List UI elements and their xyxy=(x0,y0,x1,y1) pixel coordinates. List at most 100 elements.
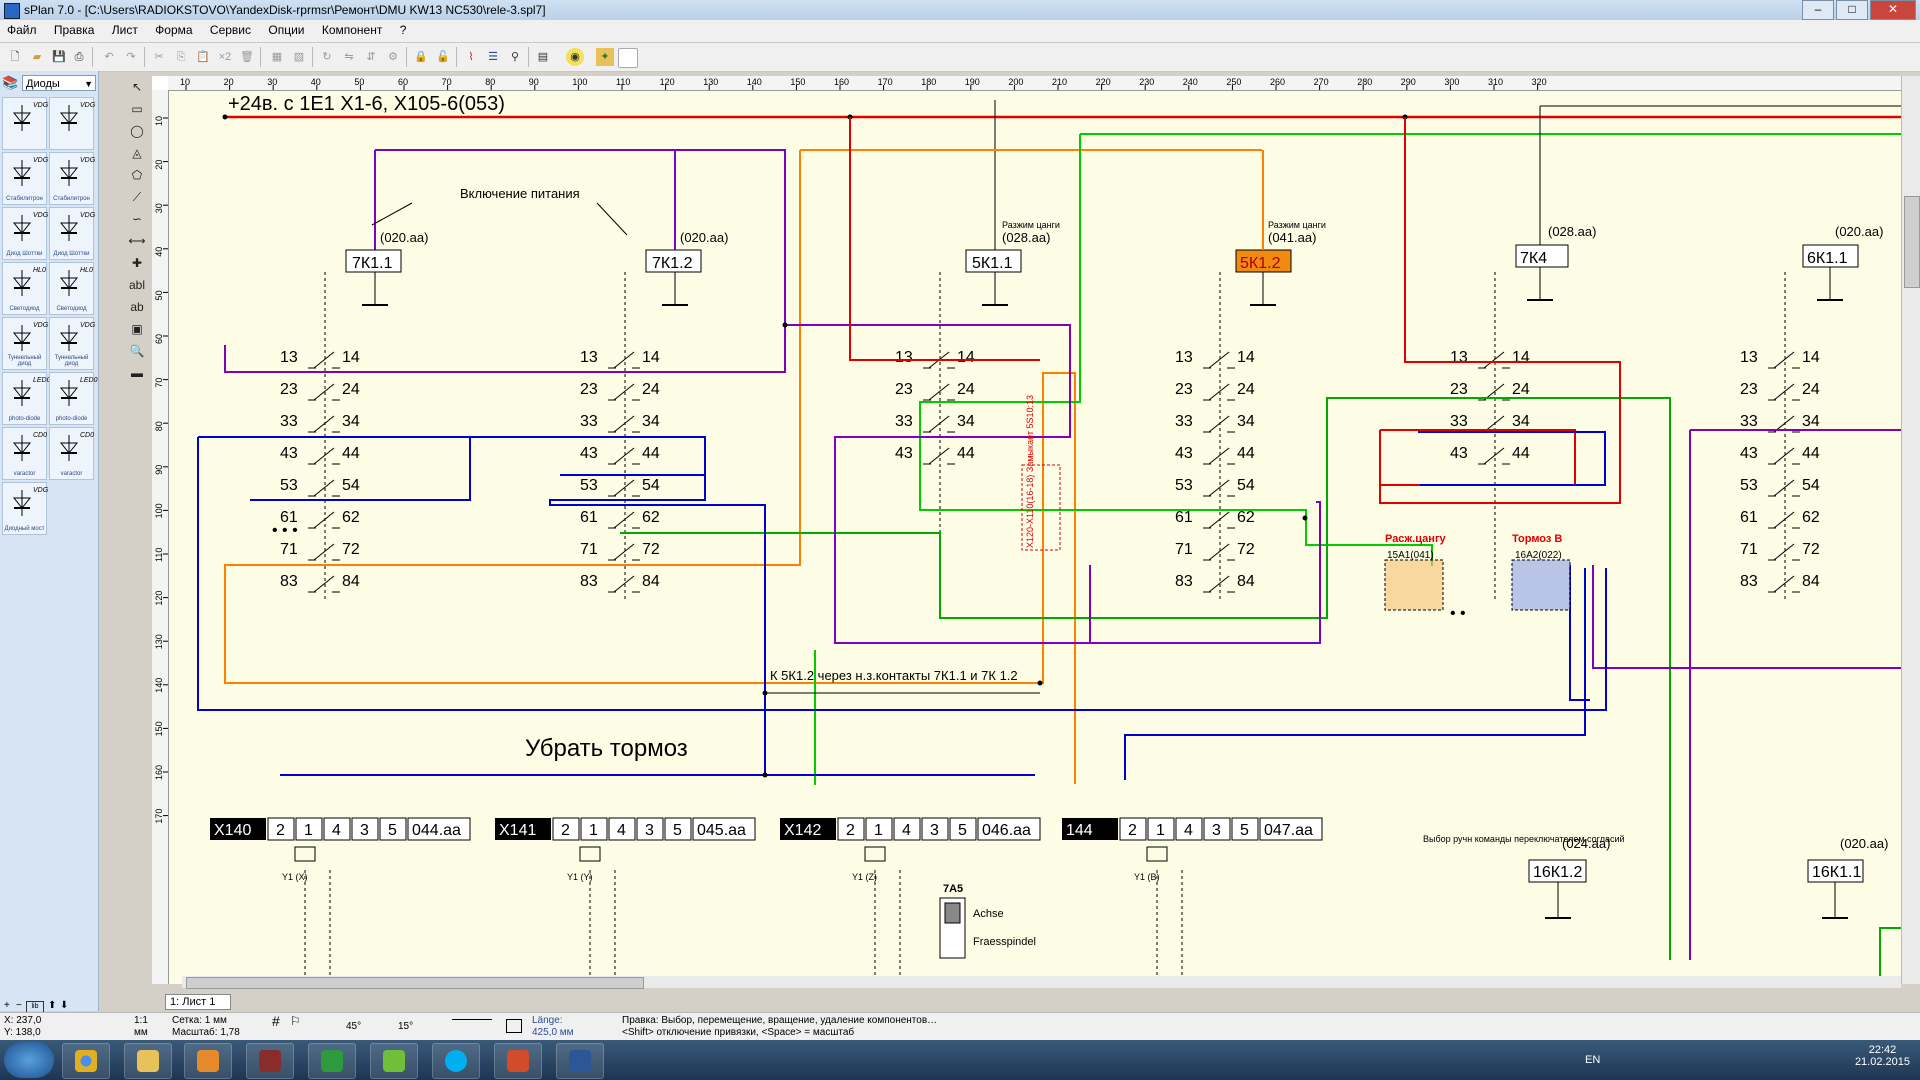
rectangle-icon[interactable]: ▭ xyxy=(131,102,143,116)
library-select[interactable]: Диоды ▼ xyxy=(22,75,96,91)
open-folder-icon[interactable]: ▰ xyxy=(32,51,42,63)
polygon-icon[interactable]: ⬠ xyxy=(131,168,143,182)
fill-style[interactable] xyxy=(506,1019,522,1033)
contact-number-left: 13 xyxy=(895,349,913,366)
wire-icon[interactable]: ⌇ xyxy=(468,51,474,63)
status-angle2[interactable]: 15° xyxy=(398,1021,414,1032)
text-icon[interactable]: abl xyxy=(128,278,145,292)
explorer-app[interactable] xyxy=(124,1043,172,1079)
down-icon[interactable]: ⬇ xyxy=(60,1000,69,1011)
ungroup-icon[interactable]: ▧ xyxy=(293,51,305,63)
word-app[interactable] xyxy=(556,1043,604,1079)
menu-edit[interactable]: Правка xyxy=(53,23,95,37)
palette-item[interactable]: VDG xyxy=(2,97,48,150)
cut-icon[interactable]: ✂ xyxy=(154,51,164,63)
minimize-button[interactable]: ‒ xyxy=(1802,0,1834,20)
group-icon[interactable]: ▦ xyxy=(271,51,283,63)
horizontal-scrollbar[interactable] xyxy=(182,976,1901,989)
relay-6k11: 6К1.1 (020.аа) xyxy=(1802,224,1883,301)
copy-icon[interactable]: ⎘ xyxy=(176,51,186,63)
textbox-icon[interactable]: ab xyxy=(130,300,144,314)
grid-settings-icon[interactable]: ▤ xyxy=(537,51,549,63)
fill-icon[interactable]: ◬ xyxy=(132,146,142,160)
diode-icon xyxy=(12,490,32,516)
junction-icon[interactable]: ✚ xyxy=(131,256,143,270)
binoculars-icon[interactable]: ⚲ xyxy=(510,51,520,63)
paste-icon[interactable]: 📋 xyxy=(196,51,210,63)
unlock-icon[interactable]: 🔓 xyxy=(436,51,450,63)
skype-app[interactable] xyxy=(432,1043,480,1079)
tray-clock[interactable]: 22:42 21.02.2015 xyxy=(1855,1044,1910,1068)
palette-item[interactable]: VDG xyxy=(49,97,95,150)
magnifier-icon[interactable]: 🔍 xyxy=(129,344,145,358)
start-button[interactable] xyxy=(4,1042,54,1078)
image-icon[interactable]: ▣ xyxy=(131,322,143,336)
network-app[interactable] xyxy=(308,1043,356,1079)
menu-form[interactable]: Форма xyxy=(155,23,193,37)
remove-icon[interactable]: − xyxy=(16,1000,22,1011)
duplicate-icon[interactable]: ×2 xyxy=(218,51,232,63)
measure-icon[interactable]: ▬ xyxy=(131,366,143,380)
snap-icon[interactable]: ✦ xyxy=(596,48,614,66)
language-indicator[interactable]: EN xyxy=(1585,1054,1601,1066)
snap-magnet-icon[interactable]: ⚐ xyxy=(290,1014,301,1028)
vertical-scrollbar[interactable] xyxy=(1901,76,1920,984)
bezier-icon[interactable]: ∽ xyxy=(131,212,143,226)
library-books-icon[interactable]: 📚 xyxy=(2,75,19,90)
save-icon[interactable]: 💾 xyxy=(52,51,66,63)
status-angle1[interactable]: 45° xyxy=(346,1021,362,1032)
close-button[interactable]: ✕ xyxy=(1870,0,1916,20)
align-icon[interactable]: ⚙ xyxy=(388,51,398,63)
mirror-v-icon[interactable]: ⇵ xyxy=(366,51,376,63)
ellipse-icon[interactable]: ◯ xyxy=(130,124,144,138)
line-style[interactable] xyxy=(452,1019,492,1021)
media-app[interactable] xyxy=(184,1043,232,1079)
zoom-icon[interactable]: ◉ xyxy=(566,48,584,66)
vertical-scroll-thumb[interactable] xyxy=(1904,196,1920,288)
menu-help[interactable]: ? xyxy=(399,23,407,37)
chrome-app[interactable] xyxy=(62,1043,110,1079)
lock-icon[interactable]: 🔒 xyxy=(414,51,428,63)
menu-component[interactable]: Компонент xyxy=(321,23,383,37)
undo-icon[interactable]: ↶ xyxy=(104,51,114,63)
redo-icon[interactable]: ↷ xyxy=(126,51,136,63)
line-icon[interactable]: ⟋ xyxy=(132,190,142,204)
add-icon[interactable]: + xyxy=(4,1000,10,1011)
menu-file[interactable]: Файл xyxy=(7,23,37,37)
sheet-tab[interactable]: 1: Лист 1 xyxy=(165,994,231,1010)
notes-app[interactable] xyxy=(370,1043,418,1079)
up-icon[interactable]: ⬆ xyxy=(48,1000,57,1011)
partlist-icon[interactable]: ☰ xyxy=(488,51,498,63)
delete-icon[interactable]: 🗑 xyxy=(240,51,254,63)
dimension-icon[interactable]: ⟷ xyxy=(128,234,146,248)
mirror-h-icon[interactable]: ⇋ xyxy=(344,51,354,63)
drawing-app[interactable] xyxy=(494,1043,542,1079)
menu-service[interactable]: Сервис xyxy=(209,23,252,37)
schematic-sheet[interactable]: +24в. с 1E1 X1-6, X105-6(053) Включение … xyxy=(169,91,1901,984)
menu-options[interactable]: Опции xyxy=(268,23,305,37)
status-coords: X: 237,0 Y: 138,0 xyxy=(4,1015,42,1038)
menu-sheet[interactable]: Лист xyxy=(111,23,138,37)
maximize-button[interactable]: □ xyxy=(1836,0,1868,20)
grid-toggle-icon[interactable]: # xyxy=(272,1013,280,1029)
rotate-icon[interactable]: ↻ xyxy=(322,51,332,63)
new-file-icon[interactable]: 🗋 xyxy=(10,51,20,63)
splan-app[interactable] xyxy=(246,1043,294,1079)
print-icon[interactable]: ⎙ xyxy=(74,51,84,63)
color-swatch[interactable] xyxy=(618,48,638,68)
select-arrow-icon[interactable]: ↖ xyxy=(131,80,143,94)
horizontal-scroll-thumb[interactable] xyxy=(186,977,644,989)
